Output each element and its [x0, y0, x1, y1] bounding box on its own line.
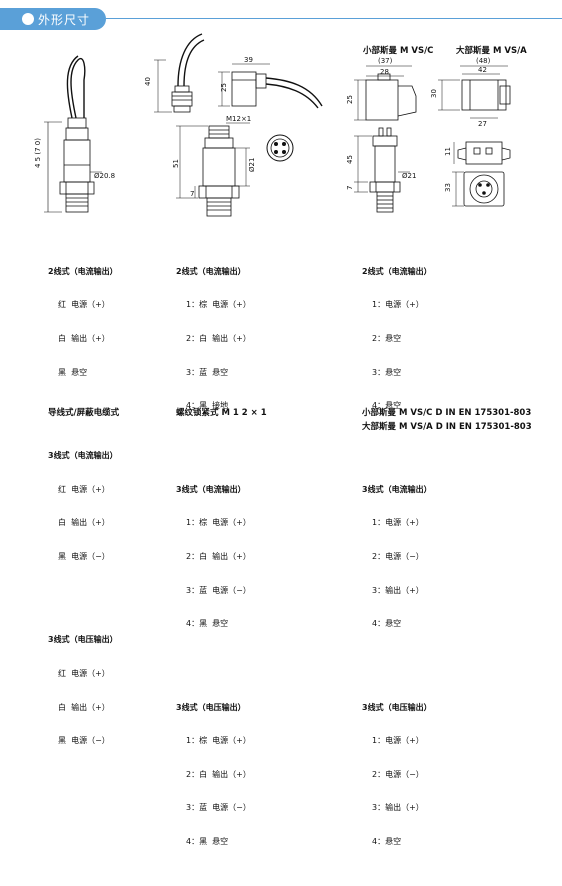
- dim-small-7: 7: [346, 186, 354, 190]
- dim-cable-dia: Ø20.8: [94, 172, 115, 180]
- dim-large-11: 11: [444, 147, 452, 156]
- dimension-drawings: 4 5 (7 0) Ø20.8 40 39 25 M12×1 51 Ø21 7 …: [34, 33, 511, 217]
- dim-m12-21: Ø21: [248, 158, 256, 172]
- wiring-group: 3线式（电压输出） 1：电源（+） 2：电源（−） 3：输出（+） 4：悬空: [362, 679, 432, 869]
- wiring-line: 红 电源（+）: [58, 668, 110, 678]
- wiring-group: 2线式（电流输出） 红 电源（+） 白 输出（+） 黑 悬空: [48, 243, 118, 400]
- wiring-line: 4：悬空: [372, 401, 402, 411]
- wiring-group: 3线式（电流输出） 红 电源（+） 白 输出（+） 黑 电源（−）: [48, 428, 118, 585]
- m12-sensor-drawing: [176, 122, 294, 217]
- dim-large-27: 27: [478, 120, 487, 128]
- dim-large-30: 30: [430, 89, 438, 98]
- large-din-title: 大部斯曼 M VS/A: [456, 46, 527, 56]
- wiring-line: 1：电源（+）: [372, 518, 424, 528]
- wiring-line: 3：蓝 电源（−）: [186, 803, 251, 813]
- wiring-line: 3：悬空: [372, 367, 402, 377]
- section-header: 外形尺寸: [0, 8, 562, 30]
- wiring-line: 2：悬空: [372, 334, 402, 344]
- dim-m12-40: 40: [144, 77, 152, 86]
- dim-m12-25: 25: [220, 83, 228, 92]
- wiring-line: 1：电源（+）: [372, 300, 424, 310]
- dim-small-25: 25: [346, 95, 354, 104]
- wiring-title: 2线式（电流输出）: [176, 266, 246, 276]
- bullet-icon: [22, 13, 34, 25]
- wiring-line: 3：蓝 电源（−）: [186, 585, 251, 595]
- section-title: 外形尺寸: [38, 13, 91, 27]
- wiring-line: 4：悬空: [372, 836, 402, 846]
- small-din-drawing: [354, 65, 417, 213]
- dim-large-33: 33: [444, 183, 452, 192]
- wiring-line: 3：输出（+）: [372, 585, 424, 595]
- wiring-col3: 2线式（电流输出） 1：电源（+） 2：悬空 3：悬空 4：悬空 3线式（电流输…: [362, 221, 432, 886]
- wiring-title: 3线式（电流输出）: [176, 484, 246, 494]
- cable-sensor-drawing: [44, 55, 102, 213]
- wiring-line: 2：白 输出（+）: [186, 769, 251, 779]
- m12-connector-drawing: [154, 33, 323, 113]
- wiring-line: 红 电源（+）: [58, 484, 110, 494]
- wiring-line: 黑 电源（−）: [58, 551, 110, 561]
- col1-caption: 导线式/屏蔽电缆式: [48, 408, 120, 418]
- wiring-title: 3线式（电流输出）: [48, 451, 118, 461]
- dim-m12-39: 39: [244, 56, 253, 64]
- wiring-line: 白 输出（+）: [58, 702, 110, 712]
- wiring-line: 4：黑 悬空: [186, 836, 229, 846]
- wiring-group: 3线式（电压输出） 红 电源（+） 白 输出（+） 黑 电源（−）: [48, 612, 118, 769]
- wiring-title: 3线式（电压输出）: [176, 702, 246, 712]
- wiring-group: 3线式（电流输出） 1：电源（+） 2：电源（−） 3：输出（+） 4：悬空: [362, 461, 432, 651]
- wiring-line: 1：棕 电源（+）: [186, 736, 251, 746]
- wiring-title: 3线式（电流输出）: [362, 484, 432, 494]
- dim-cable-total: 4 5 (7 0): [34, 138, 42, 168]
- dim-m12-thread: M12×1: [226, 115, 251, 123]
- wiring-line: 2：电源（−）: [372, 769, 424, 779]
- dim-small-21: Ø21: [402, 172, 416, 180]
- wiring-title: 2线式（电流输出）: [362, 266, 432, 276]
- wiring-col1: 2线式（电流输出） 红 电源（+） 白 输出（+） 黑 悬空 3线式（电流输出）…: [48, 221, 118, 785]
- large-din-drawing: [438, 65, 511, 207]
- dim-small-37: (37): [378, 57, 393, 65]
- wiring-line: 1：棕 电源（+）: [186, 518, 251, 528]
- wiring-line: 1：电源（+）: [372, 736, 424, 746]
- wiring-line: 4：黑 悬空: [186, 619, 229, 629]
- wiring-group: 2线式（电流输出） 1：电源（+） 2：悬空 3：悬空 4：悬空: [362, 243, 432, 433]
- wiring-line: 白 输出（+）: [58, 334, 110, 344]
- wiring-line: 3：蓝 悬空: [186, 367, 229, 377]
- wiring-line: 红 电源（+）: [58, 300, 110, 310]
- wiring-line: 2：白 输出（+）: [186, 551, 251, 561]
- wiring-line: 白 输出（+）: [58, 518, 110, 528]
- wiring-line: 黑 悬空: [58, 367, 88, 377]
- wiring-title: 2线式（电流输出）: [48, 266, 118, 276]
- wiring-line: 2：白 输出（+）: [186, 334, 251, 344]
- wiring-group: 3线式（电流输出） 1：棕 电源（+） 2：白 输出（+） 3：蓝 电源（−） …: [176, 461, 251, 651]
- dim-small-28: 28: [380, 68, 389, 76]
- header-rule: [106, 18, 562, 19]
- wiring-group: 3线式（电压输出） 1：棕 电源（+） 2：白 输出（+） 3：蓝 电源（−） …: [176, 679, 251, 869]
- wiring-line: 黑 电源（−）: [58, 736, 110, 746]
- dim-small-45: 45: [346, 155, 354, 164]
- dim-large-48: (48): [476, 57, 491, 65]
- col3-caption-large: 大部斯曼 M VS/A D IN EN 175301-803: [362, 422, 532, 432]
- wiring-title: 3线式（电压输出）: [362, 702, 432, 712]
- wiring-line: 2：电源（−）: [372, 551, 424, 561]
- wiring-line: 1：棕 电源（+）: [186, 300, 251, 310]
- dim-large-42: 42: [478, 66, 487, 74]
- wiring-line: 3：输出（+）: [372, 803, 424, 813]
- wiring-col2: 2线式（电流输出） 1：棕 电源（+） 2：白 输出（+） 3：蓝 悬空 4：黑…: [176, 221, 251, 886]
- wiring-title: 3线式（电压输出）: [48, 635, 118, 645]
- col3-caption-small: 小部斯曼 M VS/C D IN EN 175301-803: [362, 408, 532, 418]
- wiring-group: 2线式（电流输出） 1：棕 电源（+） 2：白 输出（+） 3：蓝 悬空 4：黑…: [176, 243, 251, 433]
- small-din-title: 小部斯曼 M VS/C: [363, 46, 434, 56]
- dim-m12-51: 51: [172, 159, 180, 168]
- col2-caption: 螺纹锁紧式 M 1 2 × 1: [176, 408, 267, 418]
- wiring-line: 4：悬空: [372, 619, 402, 629]
- wiring-line: 4：黑 接地: [186, 401, 229, 411]
- dim-m12-7: 7: [190, 190, 194, 198]
